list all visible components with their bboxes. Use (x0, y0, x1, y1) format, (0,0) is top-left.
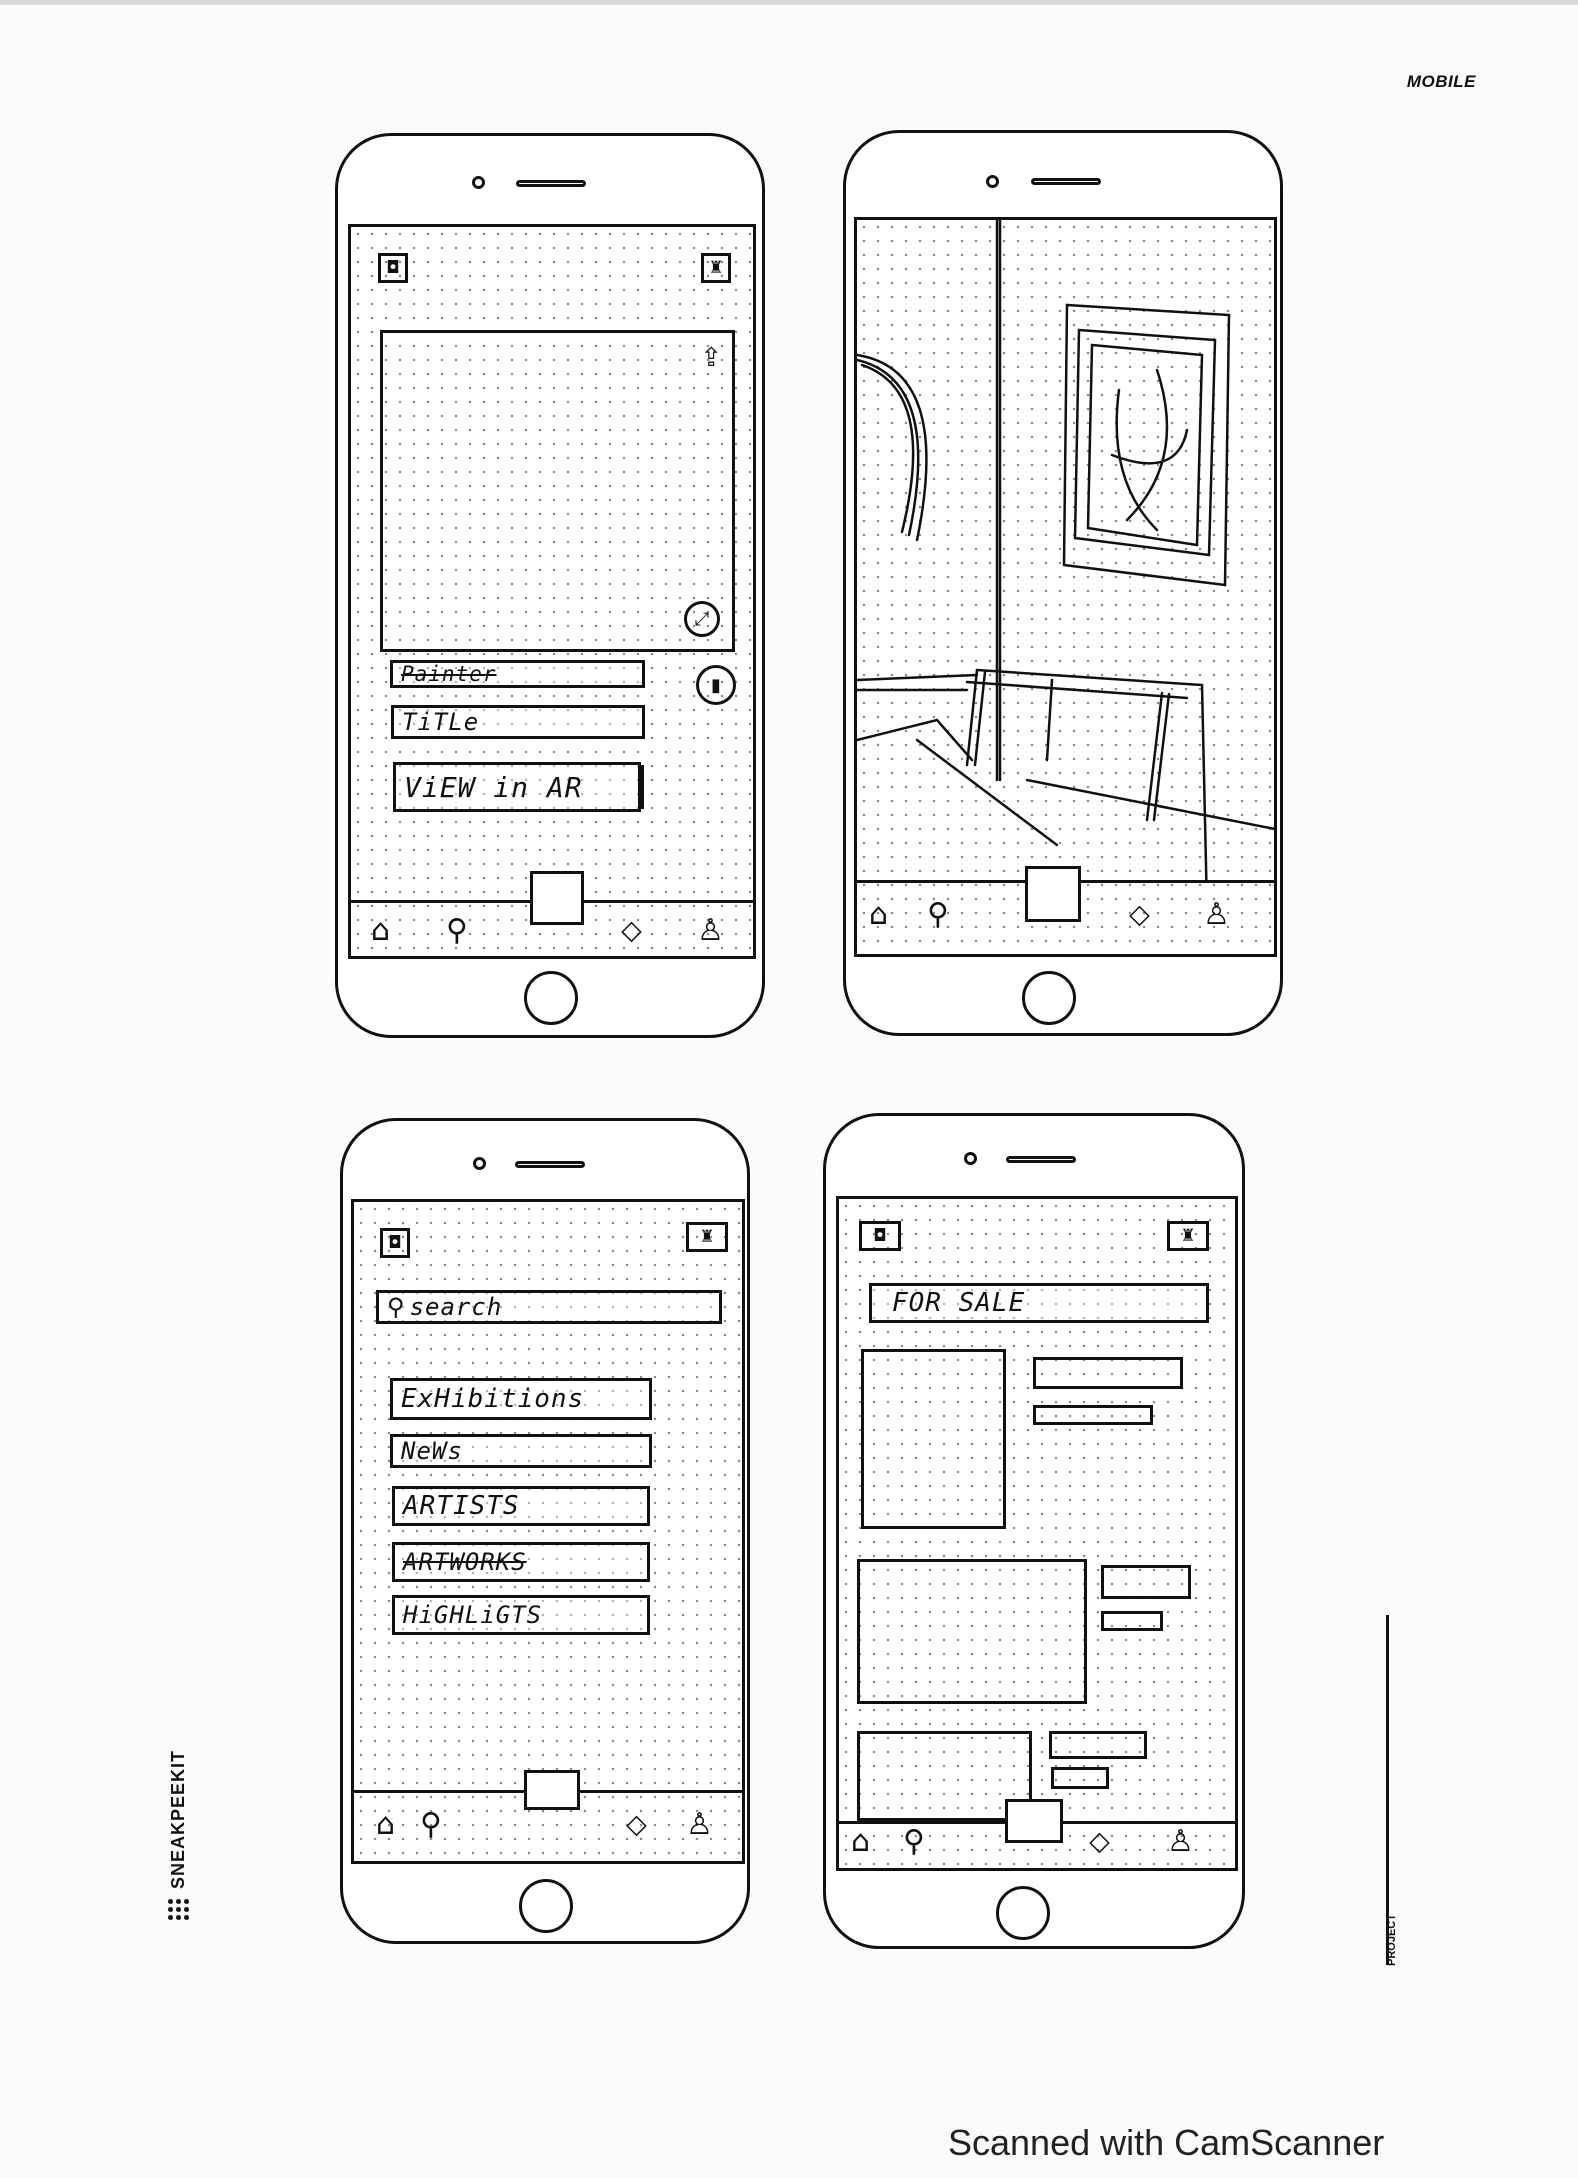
search-icon[interactable]: ⚲ (446, 913, 468, 948)
user-icon[interactable]: ♙ (686, 1807, 713, 1842)
screen: ◘ ♜ ⚲ search ExHibitions NeWs ARTISTS AR… (351, 1199, 745, 1864)
search-icon[interactable]: ⚲ (903, 1824, 925, 1859)
scan-top-edge (0, 0, 1578, 5)
menu-item-artists[interactable]: ARTISTS (392, 1486, 650, 1526)
home-icon[interactable]: ⌂ (851, 1824, 871, 1859)
home-button[interactable] (996, 1886, 1050, 1940)
capture-button[interactable] (524, 1770, 580, 1810)
screen: ⌂ ⚲ ⬦ ♙ (854, 217, 1277, 957)
brand-name: SNEAKPEEKIT (168, 1749, 188, 1889)
search-icon[interactable]: ⚲ (420, 1807, 442, 1842)
capture-button[interactable] (530, 871, 584, 925)
front-camera (472, 176, 485, 189)
camera-icon[interactable]: ◘ (378, 253, 408, 283)
screen: ◘ ♜ FOR SALE ⌂ ⚲ ⬦ ♙ (836, 1196, 1238, 1871)
home-icon[interactable]: ⌂ (869, 897, 889, 932)
expand-icon[interactable]: ⤢ (684, 601, 720, 637)
sale-item-image[interactable] (857, 1731, 1032, 1821)
capture-button[interactable] (1025, 866, 1081, 922)
speaker (1006, 1156, 1076, 1163)
scanner-watermark: Scanned with CamScanner (948, 2122, 1385, 2163)
search-placeholder: search (409, 1293, 503, 1321)
user-icon[interactable]: ♙ (1167, 1824, 1194, 1859)
painter-field: Painter (390, 660, 645, 688)
search-icon[interactable]: ⚲ (927, 897, 949, 932)
figure-icon[interactable]: ♜ (686, 1222, 728, 1252)
sale-item-price-bar (1033, 1405, 1153, 1425)
home-icon[interactable]: ⌂ (376, 1807, 396, 1842)
sale-item-title-bar (1049, 1731, 1147, 1759)
menu-item-highlights[interactable]: HiGHLiGTS (392, 1595, 650, 1635)
home-icon[interactable]: ⌂ (371, 913, 391, 948)
project-line (1386, 1615, 1389, 1965)
screen: ◘ ♜ ⇪ ⤢ Painter ▮ TiTLe ViEW in AR ⌂ ⚲ ⬦… (348, 224, 756, 959)
bookmark-icon[interactable]: ▮ (696, 665, 736, 705)
figure-icon[interactable]: ♜ (701, 253, 731, 283)
speaker (1031, 178, 1101, 185)
phone-artwork-detail: ◘ ♜ ⇪ ⤢ Painter ▮ TiTLe ViEW in AR ⌂ ⚲ ⬦… (335, 133, 765, 1038)
ar-room-sketch (857, 220, 1274, 880)
for-sale-header: FOR SALE (869, 1283, 1209, 1323)
speaker (516, 180, 586, 187)
brand-dots-icon (168, 1899, 189, 1920)
menu-item-news[interactable]: NeWs (390, 1434, 652, 1468)
menu-item-exhibitions[interactable]: ExHibitions (390, 1378, 652, 1420)
camera-icon[interactable]: ◘ (380, 1228, 410, 1258)
front-camera (986, 175, 999, 188)
home-button[interactable] (519, 1879, 573, 1933)
phone-search-menu: ◘ ♜ ⚲ search ExHibitions NeWs ARTISTS AR… (340, 1118, 750, 1944)
figure-icon[interactable]: ♜ (1167, 1221, 1209, 1251)
capture-button[interactable] (1005, 1799, 1063, 1843)
user-icon[interactable]: ♙ (697, 913, 724, 948)
home-button[interactable] (524, 971, 578, 1025)
search-input[interactable]: ⚲ search (376, 1290, 722, 1324)
tag-icon[interactable]: ⬦ (626, 1807, 647, 1842)
sale-item-image[interactable] (857, 1559, 1087, 1704)
sale-item-image[interactable] (861, 1349, 1006, 1529)
front-camera (964, 1152, 977, 1165)
phone-for-sale: ◘ ♜ FOR SALE ⌂ ⚲ ⬦ ♙ (823, 1113, 1245, 1949)
mobile-label: MOBILE (1406, 72, 1476, 91)
brand-mark: SNEAKPEEKIT (168, 1700, 189, 1920)
menu-item-artworks[interactable]: ARTWORKS (392, 1542, 650, 1582)
sale-item-title-bar (1101, 1565, 1191, 1599)
phone-ar-view: ⌂ ⚲ ⬦ ♙ (843, 130, 1283, 1036)
sale-item-title-bar (1033, 1357, 1183, 1389)
view-in-ar-button[interactable]: ViEW in AR (393, 762, 641, 812)
title-field: TiTLe (391, 705, 645, 739)
tag-icon[interactable]: ⬦ (621, 913, 642, 948)
search-icon: ⚲ (387, 1293, 406, 1321)
speaker (515, 1161, 585, 1168)
front-camera (473, 1157, 486, 1170)
sale-item-price-bar (1051, 1767, 1109, 1789)
camera-icon[interactable]: ◘ (859, 1221, 901, 1251)
artwork-image[interactable]: ⇪ ⤢ (380, 330, 735, 652)
share-icon[interactable]: ⇪ (700, 343, 722, 373)
home-button[interactable] (1022, 971, 1076, 1025)
project-label: PROJECT (1386, 1914, 1398, 1966)
sale-item-price-bar (1101, 1611, 1163, 1631)
tag-icon[interactable]: ⬦ (1129, 897, 1150, 932)
user-icon[interactable]: ♙ (1203, 897, 1230, 932)
tag-icon[interactable]: ⬦ (1089, 1824, 1110, 1859)
